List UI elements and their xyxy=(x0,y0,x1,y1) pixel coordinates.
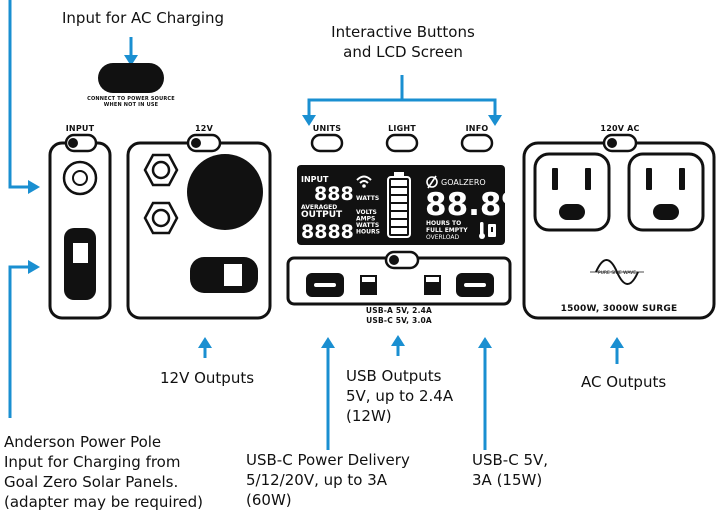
label-usbc-5v: USB-C 5V, 3A (15W) xyxy=(472,451,549,489)
ac-outlet-1-slot-right xyxy=(585,168,591,190)
anderson-port xyxy=(64,228,96,300)
twelve-v-toggle-knob xyxy=(191,138,201,148)
label-usb-outputs: USB Outputs 5V, up to 2.4A (12W) xyxy=(346,367,454,425)
ac-input-leader xyxy=(8,0,28,189)
usb-spec-label: USB-A 5V, 2.4A USB-C 5V, 3.0A xyxy=(365,306,433,325)
label-buttons-lcd: Interactive Buttons and LCD Screen xyxy=(331,23,475,61)
wifi-icon-dot xyxy=(362,184,366,188)
lcd-output-label: OUTPUT xyxy=(301,210,343,220)
car-port-12v xyxy=(187,154,263,230)
ac-panel-label: 120V AC xyxy=(600,124,640,133)
units-button[interactable] xyxy=(310,133,344,153)
warning-icon-mark xyxy=(491,227,493,232)
arrowhead-usb xyxy=(391,335,405,346)
usbc-pd-port-slot xyxy=(314,283,336,287)
lcd-unit-hours: HOURS xyxy=(356,229,380,236)
lcd-units-list: VOLTS AMPS WATTS HOURS xyxy=(356,209,381,236)
twelve-v-panel xyxy=(126,133,272,320)
light-button[interactable] xyxy=(385,133,419,153)
units-button-label: UNITS xyxy=(312,124,342,133)
arrowhead-usbc-pd xyxy=(321,337,335,348)
label-usbc-pd: USB-C Power Delivery 5/12/20V, up to 3A … xyxy=(246,451,410,509)
ac-outlet-2-ground xyxy=(653,204,679,220)
lcd-averaged-label: AVERAGED xyxy=(301,204,337,211)
label-ac-input: Input for AC Charging xyxy=(62,9,225,27)
ac-outlet-1-ground xyxy=(559,204,585,220)
battery-bars xyxy=(391,180,407,234)
arrowhead-anderson xyxy=(28,260,40,274)
lcd-overload: OVERLOAD xyxy=(426,234,460,241)
arrowhead-info xyxy=(488,115,502,126)
input-panel-label: INPUT xyxy=(65,124,95,133)
ac-outlet-1-slot-left xyxy=(552,168,558,190)
lcd-unit-volts: VOLTS xyxy=(356,209,377,216)
temperature-icon-bulb xyxy=(479,233,485,239)
lcd-output-digits: 8888 xyxy=(301,221,354,243)
light-button-label: LIGHT xyxy=(388,124,416,133)
wifi-icon xyxy=(356,175,372,184)
ac-panel: PURE SINE WAVE xyxy=(522,133,716,320)
anderson-port-contact xyxy=(73,243,88,263)
ac-outlet-2-slot-right xyxy=(679,168,685,190)
label-12v-outputs: 12V Outputs xyxy=(160,369,255,387)
usb-a-port-2-slot xyxy=(426,277,439,282)
ac-toggle-knob xyxy=(607,138,617,148)
input-panel xyxy=(48,133,112,320)
usbc-5v-port-slot xyxy=(464,283,486,287)
label-ac-outputs: AC Outputs xyxy=(581,373,667,391)
info-button-label: INFO xyxy=(465,124,489,133)
input-toggle-knob xyxy=(68,138,78,148)
lcd-brand: GOALZERO xyxy=(441,178,486,187)
ac-outlet-2-slot-left xyxy=(646,168,652,190)
callout-lines xyxy=(8,0,619,450)
info-button[interactable] xyxy=(460,133,494,153)
lcd-unit-amps: AMPS xyxy=(356,216,375,223)
goalzero-logo-icon xyxy=(426,176,438,188)
hex-port-1-center xyxy=(151,160,171,180)
arrowhead-usbc-5v xyxy=(478,337,492,348)
ac-rating-label: 1500W, 3000W SURGE xyxy=(560,304,678,314)
lcd-input-label: INPUT xyxy=(301,175,329,184)
twelve-v-panel-label: 12V xyxy=(195,124,213,133)
arrowhead-ac-charge xyxy=(124,55,138,66)
usb-a-port-1-slot xyxy=(362,277,375,282)
arrowhead-units xyxy=(302,115,316,126)
arrowhead-12v xyxy=(198,337,212,348)
battery-icon-tip xyxy=(394,172,404,177)
lcd-unit-watts: WATTS xyxy=(356,222,379,229)
callout-arrowheads xyxy=(28,55,624,348)
lcd-content: INPUT 888 WATTS AVERAGED OUTPUT 8888 VOL… xyxy=(301,172,533,243)
ac-charging-port xyxy=(98,63,164,93)
lcd-input-digits: 888 xyxy=(314,183,354,205)
hex-port-2-center xyxy=(151,208,171,228)
usb-toggle-knob xyxy=(389,255,399,265)
dc-input-jack-center xyxy=(72,170,88,186)
buttons-bracket xyxy=(307,98,497,118)
anderson-leader xyxy=(8,265,28,418)
arrowhead-ac xyxy=(610,337,624,348)
lcd-hours-to: HOURS TO xyxy=(426,220,461,227)
connect-note: CONNECT TO POWER SOURCE WHEN NOT IN USE xyxy=(87,96,175,108)
label-anderson: Anderson Power Pole Input for Charging f… xyxy=(4,433,203,511)
lcd-full-empty: FULL EMPTY xyxy=(426,227,468,234)
goalzero-logo-slash xyxy=(427,175,437,189)
lcd-percent: 88.8% xyxy=(425,187,533,223)
lcd-watts-label: WATTS xyxy=(356,195,379,202)
pure-sine-label: PURE SINE WAVE xyxy=(598,270,636,276)
arrowhead-ac-input xyxy=(28,180,40,194)
temperature-icon xyxy=(480,222,484,235)
twelve-v-6mm-port-contact xyxy=(224,264,242,286)
